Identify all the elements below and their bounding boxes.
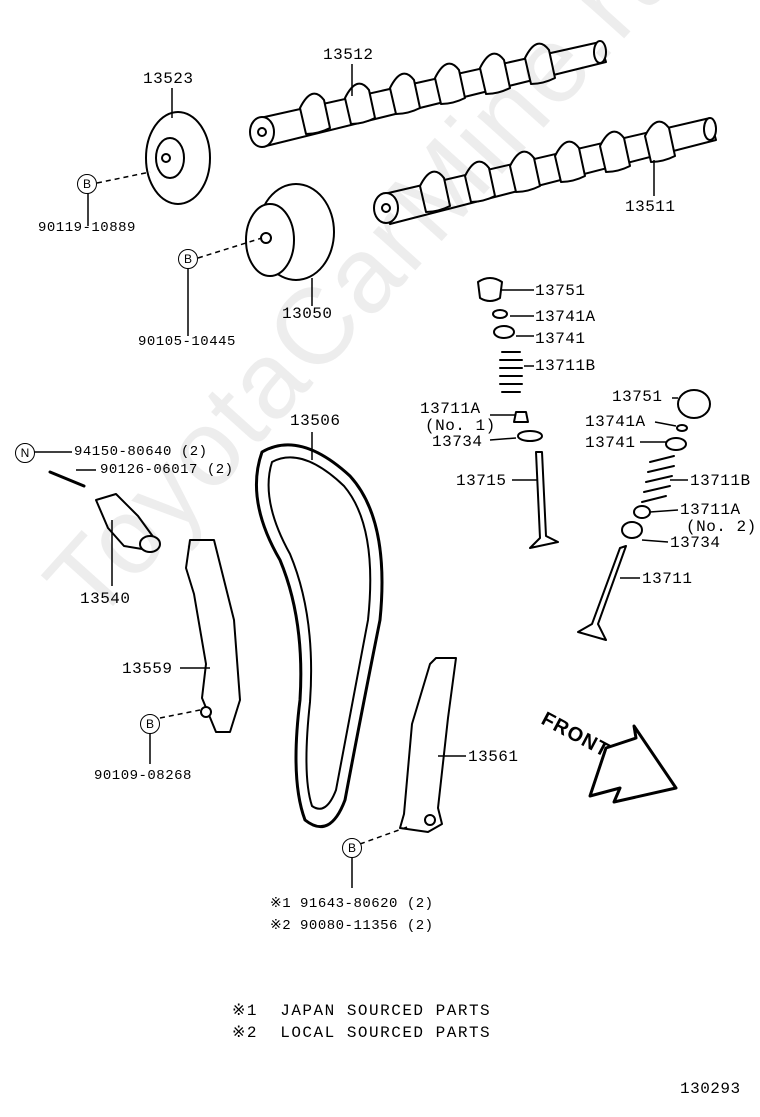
vvt-gear-13050 bbox=[245, 183, 335, 281]
label-13711A-no1: 13711A bbox=[420, 400, 481, 418]
label-13711B-a: 13711B bbox=[535, 357, 596, 375]
label-13512: 13512 bbox=[323, 46, 374, 64]
callout-n: N bbox=[15, 443, 35, 463]
label-13711: 13711 bbox=[642, 570, 693, 588]
callout-b-2: B bbox=[178, 249, 198, 269]
label-90119-10889: 90119-10889 bbox=[38, 220, 136, 236]
label-13523: 13523 bbox=[143, 70, 194, 88]
label-13741A-a: 13741A bbox=[535, 308, 596, 326]
label-13711A-no2-sub: (No. 2) bbox=[686, 518, 757, 536]
label-13741-b: 13741 bbox=[585, 434, 636, 452]
leader-lines bbox=[34, 64, 688, 888]
label-13711A-no2: 13711A bbox=[680, 501, 741, 519]
label-13734-b: 13734 bbox=[670, 534, 721, 552]
tensioner-13540 bbox=[48, 470, 161, 553]
label-13506: 13506 bbox=[290, 412, 341, 430]
diagram-number: 130293 bbox=[680, 1080, 741, 1098]
camshaft-13512 bbox=[249, 40, 607, 148]
label-13511: 13511 bbox=[625, 198, 676, 216]
label-13751-a: 13751 bbox=[535, 282, 586, 300]
label-13050: 13050 bbox=[282, 305, 333, 323]
label-90126-06017: 90126-06017 (2) bbox=[100, 462, 234, 478]
label-13540: 13540 bbox=[80, 590, 131, 608]
chain-guide-13561 bbox=[399, 657, 457, 833]
valve-set-1 bbox=[477, 277, 559, 549]
callout-b-3: B bbox=[140, 714, 160, 734]
sprocket-13523 bbox=[145, 111, 211, 205]
valve-set-2 bbox=[577, 389, 711, 641]
legend-line-1: ※1 JAPAN SOURCED PARTS bbox=[232, 1002, 492, 1020]
label-note-1: ※1 91643-80620 (2) bbox=[270, 896, 434, 912]
label-94150-80640: 94150-80640 (2) bbox=[74, 444, 208, 460]
label-13741A-b: 13741A bbox=[585, 413, 646, 431]
callout-b-1: B bbox=[77, 174, 97, 194]
label-90105-10445: 90105-10445 bbox=[138, 334, 236, 350]
label-90109-08268: 90109-08268 bbox=[94, 768, 192, 784]
timing-chain-13506 bbox=[255, 443, 384, 829]
label-13751-b: 13751 bbox=[612, 388, 663, 406]
label-13711A-no1-sub: (No. 1) bbox=[425, 417, 496, 435]
label-13711B-b: 13711B bbox=[690, 472, 751, 490]
label-13559: 13559 bbox=[122, 660, 173, 678]
label-13715: 13715 bbox=[456, 472, 507, 490]
label-note-2: ※2 90080-11356 (2) bbox=[270, 918, 434, 934]
label-13561: 13561 bbox=[468, 748, 519, 766]
callout-b-4: B bbox=[342, 838, 362, 858]
label-13741-a: 13741 bbox=[535, 330, 586, 348]
legend-line-2: ※2 LOCAL SOURCED PARTS bbox=[232, 1024, 492, 1042]
camshaft-13511 bbox=[373, 117, 717, 225]
chain-guide-13559 bbox=[185, 539, 241, 733]
label-13734-a: 13734 bbox=[432, 433, 483, 451]
front-arrow bbox=[588, 724, 678, 804]
